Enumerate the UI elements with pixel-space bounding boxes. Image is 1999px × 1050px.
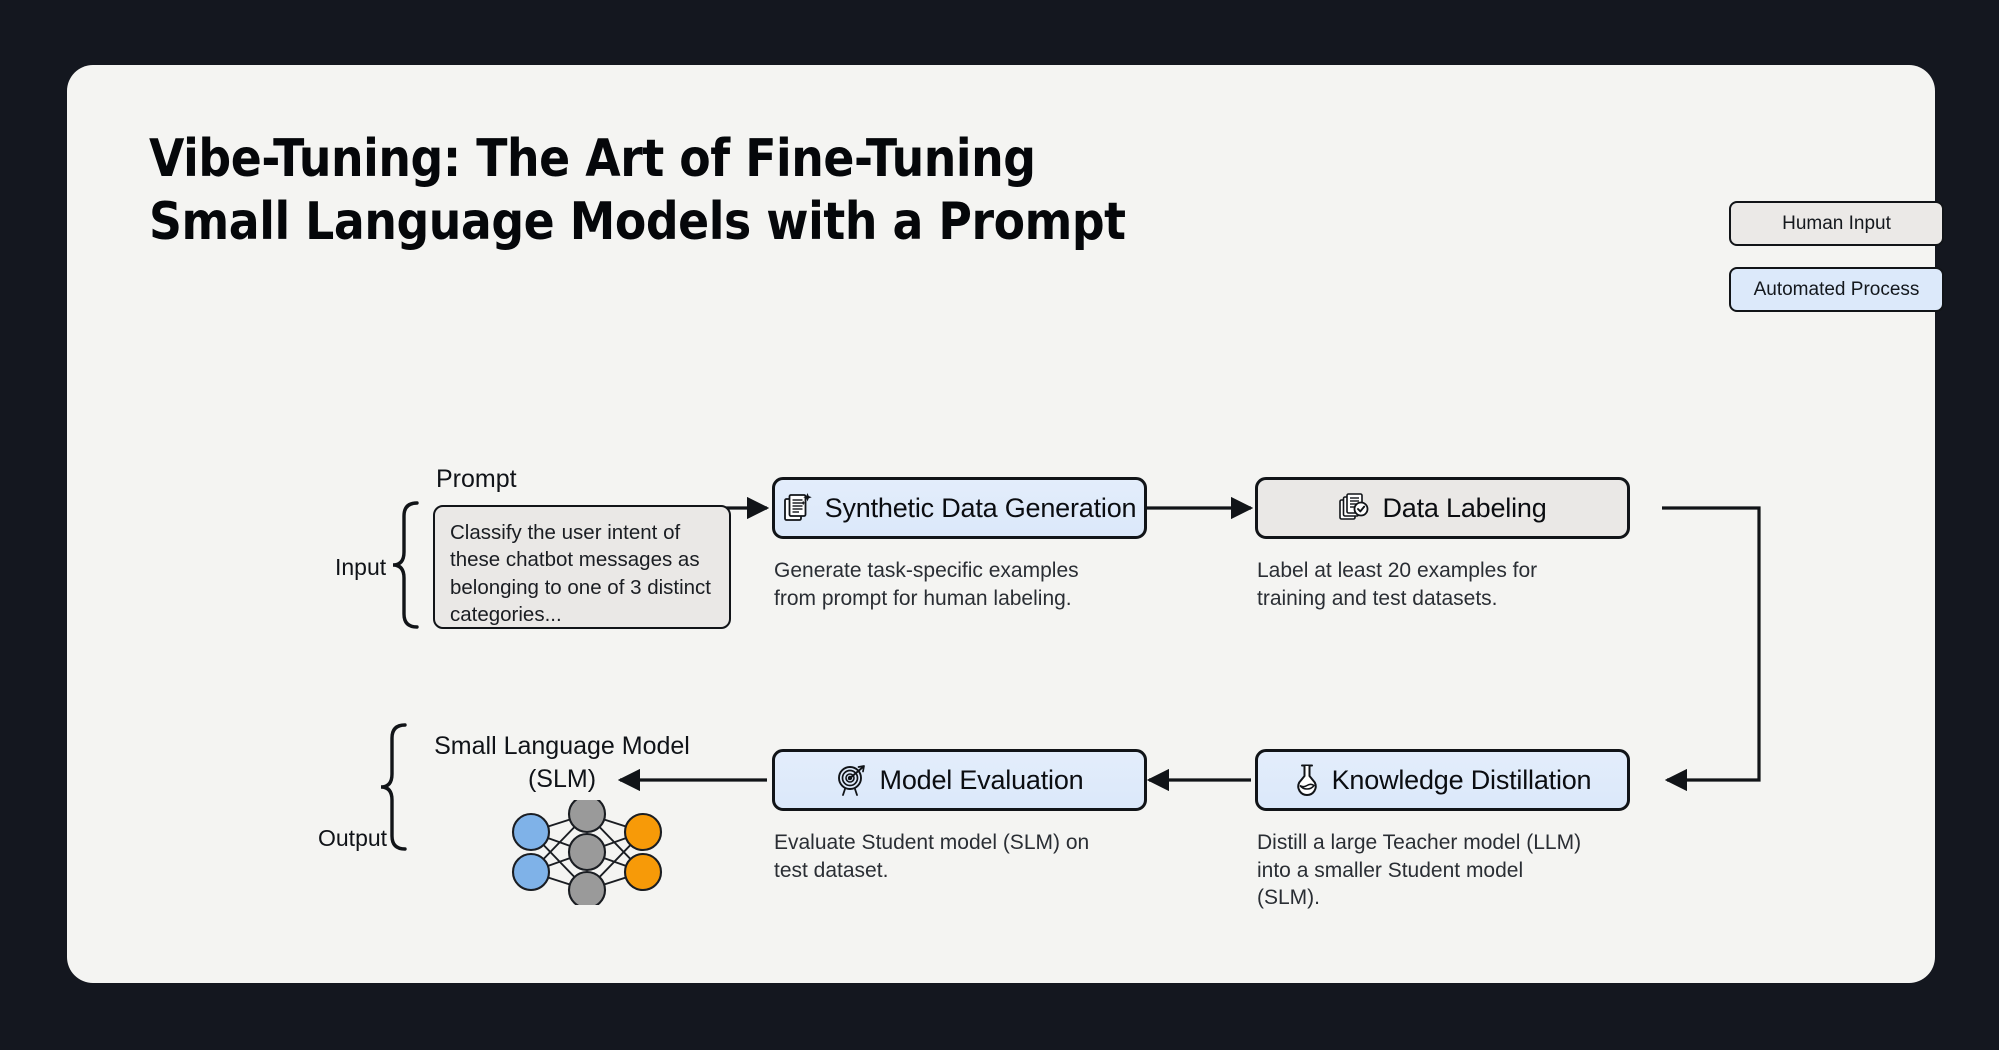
title-line-2: Small Language Models with a Prompt	[149, 192, 1126, 253]
network-node-input	[511, 812, 551, 852]
slm-label: Small Language Model (SLM)	[397, 730, 727, 795]
prompt-text-box[interactable]: Classify the user intent of these chatbo…	[433, 505, 731, 629]
network-node-output	[623, 852, 663, 892]
prompt-label: Prompt	[436, 465, 517, 493]
target-icon	[836, 764, 868, 796]
step-model-evaluation[interactable]: Model Evaluation	[772, 749, 1147, 811]
flask-icon	[1294, 763, 1320, 797]
network-nodes	[511, 800, 663, 905]
output-bracket-label: Output	[318, 825, 388, 851]
caption-synthetic-data-generation: Generate task-specific examples from pro…	[774, 559, 1079, 610]
title-line-1: Vibe-Tuning: The Art of Fine-Tuning	[149, 129, 1036, 189]
prompt-text: Classify the user intent of these chatbo…	[450, 521, 711, 627]
legend-automated-label: Automated Process	[1753, 278, 1920, 300]
step-data-labeling[interactable]: Data Labeling	[1255, 477, 1630, 539]
network-node-input	[511, 852, 551, 892]
legend-item-human-input[interactable]: Human Input	[1729, 201, 1944, 246]
step-knowledge-distillation[interactable]: Knowledge Distillation	[1255, 749, 1630, 811]
input-brace	[392, 501, 419, 629]
slm-label-line-1: Small Language Model	[434, 732, 690, 760]
network-node-hidden	[567, 800, 607, 834]
network-node-output	[623, 812, 663, 852]
slm-label-line-2: (SLM)	[527, 764, 597, 793]
network-node-hidden	[567, 870, 607, 905]
diagram-card: Vibe-Tuning: The Art of Fine-Tuning Smal…	[67, 65, 1944, 983]
caption-data-labeling: Label at least 20 examples for training …	[1257, 559, 1538, 610]
neural-network-graphic	[511, 800, 663, 905]
step-title: Model Evaluation	[879, 764, 1084, 795]
step-synthetic-data-generation[interactable]: Synthetic Data Generation	[772, 477, 1147, 539]
documents-check-icon	[1338, 492, 1370, 524]
documents-sparkle-icon	[783, 492, 813, 524]
caption-model-evaluation: Evaluate Student model (SLM) on test dat…	[774, 831, 1090, 882]
arrow-labeling-to-distillation	[1662, 506, 1761, 792]
caption-knowledge-distillation: Distill a large Teacher model (LLM) into…	[1257, 831, 1582, 910]
step-title: Data Labeling	[1382, 492, 1547, 523]
input-bracket-label: Input	[335, 554, 387, 580]
network-node-hidden	[567, 832, 607, 872]
legend-human-label: Human Input	[1782, 212, 1891, 234]
step-title: Knowledge Distillation	[1331, 764, 1592, 795]
step-title: Synthetic Data Generation	[824, 492, 1137, 523]
page-title: Vibe-Tuning: The Art of Fine-Tuning Smal…	[149, 128, 1293, 255]
legend-item-automated-process[interactable]: Automated Process	[1729, 267, 1944, 312]
